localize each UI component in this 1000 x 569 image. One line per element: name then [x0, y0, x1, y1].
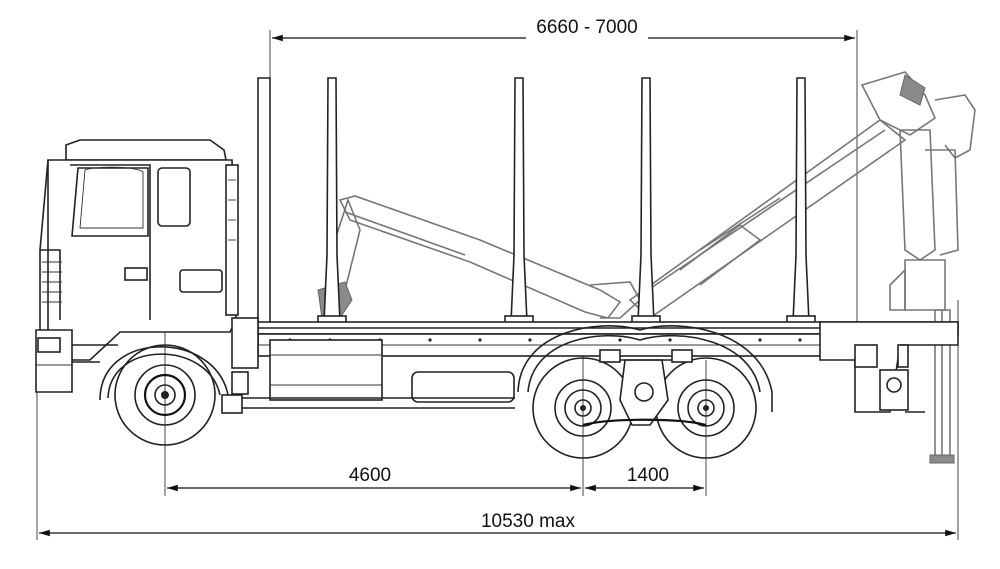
overall-length-dimension: 10530 max — [481, 511, 576, 532]
wheelbase-dimension: 4600 — [349, 465, 391, 486]
rear-fender — [517, 325, 773, 412]
truck-cab — [35, 139, 259, 401]
tandem-spacing-dimension: 1400 — [627, 465, 669, 486]
front-wheel — [114, 344, 216, 446]
tandem-suspension — [582, 349, 707, 427]
chassis-frame — [221, 321, 959, 414]
body-length-dimension: 6660 - 7000 — [536, 17, 637, 38]
